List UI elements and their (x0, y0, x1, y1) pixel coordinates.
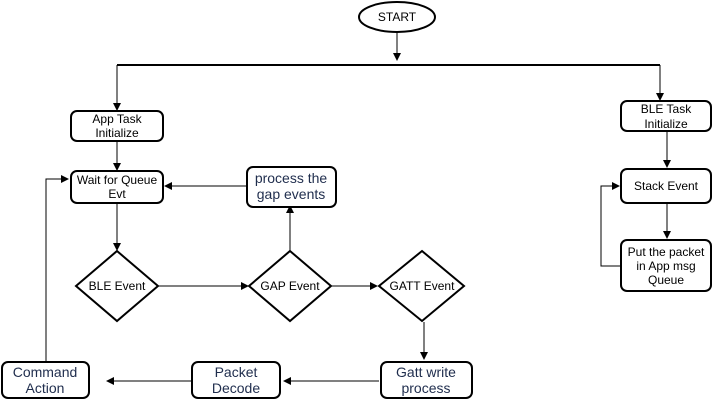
ble-task-line-2: Initialize (644, 117, 688, 131)
start-label: START (378, 10, 417, 24)
ble-task-line-1: BLE Task (641, 102, 692, 116)
app-task-line-2: Initialize (95, 126, 139, 140)
wait-queue-line-2: Evt (108, 187, 126, 201)
process-gap-line-2: gap events (257, 186, 326, 202)
gap-event-label: GAP Event (260, 279, 320, 293)
node-gatt-write-process: Gatt write process (380, 361, 473, 399)
ble-event-label: BLE Event (89, 279, 146, 293)
node-app-task-initialize: App Task Initialize (70, 110, 164, 142)
put-packet-line-2: in App msg (636, 259, 695, 273)
node-start: START (358, 1, 436, 33)
gatt-event-label: GATT Event (390, 279, 456, 293)
node-wait-for-queue-evt: Wait for Queue Evt (70, 170, 164, 204)
process-gap-line-1: process the (255, 170, 328, 186)
node-ble-task-initialize: BLE Task Initialize (620, 100, 712, 132)
arrow-put-to-stack (600, 182, 621, 267)
node-packet-decode: Packet Decode (191, 361, 281, 399)
connectors (45, 33, 671, 385)
command-action-line-2: Action (26, 380, 65, 396)
app-task-line-1: App Task (92, 112, 142, 126)
gatt-write-line-1: Gatt write (396, 364, 456, 380)
packet-decode-line-2: Decode (212, 380, 260, 396)
put-packet-line-3: Queue (648, 273, 684, 287)
node-gatt-event: GATT Event (377, 249, 466, 323)
gatt-write-line-2: process (401, 380, 450, 396)
wait-queue-line-1: Wait for Queue (77, 173, 158, 187)
node-put-packet: Put the packet in App msg Queue (620, 239, 712, 292)
put-packet-line-1: Put the packet (628, 245, 705, 259)
node-ble-event: BLE Event (74, 249, 160, 323)
stack-event-label: Stack Event (634, 179, 699, 193)
node-process-gap-events: process the gap events (246, 166, 337, 208)
packet-decode-line-1: Packet (215, 364, 258, 380)
node-stack-event: Stack Event (620, 168, 712, 204)
arrow-command-to-wait (45, 175, 69, 361)
node-gap-event: GAP Event (247, 249, 333, 323)
node-command-action: Command Action (1, 361, 90, 399)
command-action-line-1: Command (13, 364, 78, 380)
